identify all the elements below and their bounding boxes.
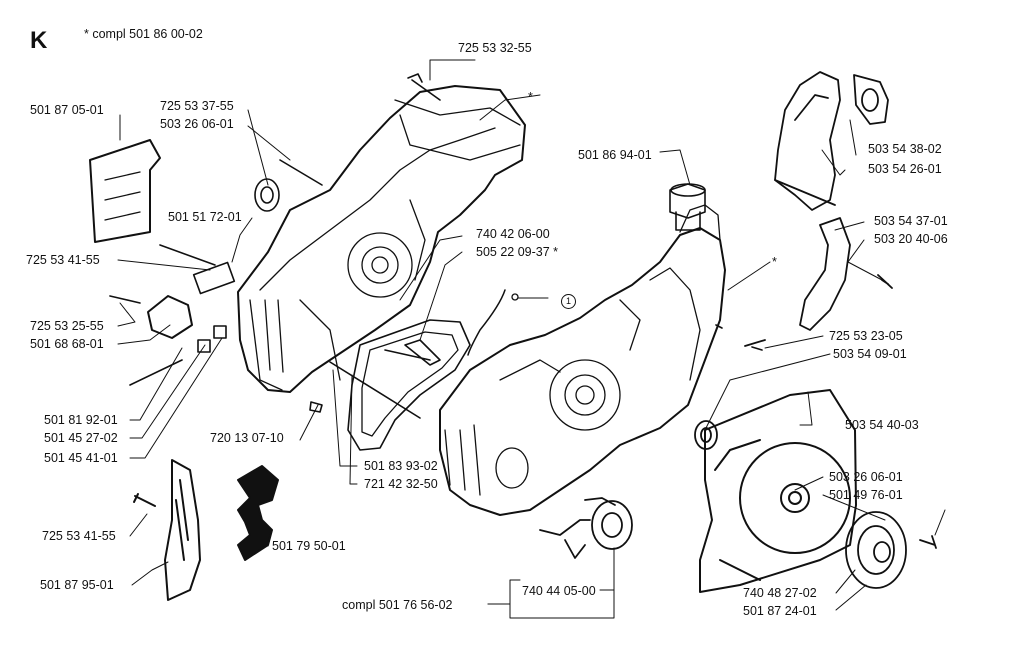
part-label: 725 53 32-55 <box>458 41 532 55</box>
part-label: 503 54 40-03 <box>845 418 919 432</box>
part-label: 503 20 40-06 <box>874 232 948 246</box>
part-label: * <box>528 90 533 104</box>
part-label: 720 13 07-10 <box>210 431 284 445</box>
part-label: 740 42 06-00 <box>476 227 550 241</box>
part-label: 501 83 93-02 <box>364 459 438 473</box>
part-label: 503 54 37-01 <box>874 214 948 228</box>
part-label: 740 44 05-00 <box>522 584 596 598</box>
part-label: 501 87 05-01 <box>30 103 104 117</box>
part-label: 503 54 09-01 <box>833 347 907 361</box>
part-label: 725 53 41-55 <box>26 253 100 267</box>
pulley-501-87-24-01 <box>845 511 937 589</box>
part-label: 725 53 23-05 <box>829 329 903 343</box>
part-label: 503 54 38-02 <box>868 142 942 156</box>
part-label: 501 51 72-01 <box>168 210 242 224</box>
part-label: 721 42 32-50 <box>364 477 438 491</box>
cover-503-54-37-01 <box>744 217 893 347</box>
part-label: 501 49 76-01 <box>829 488 903 502</box>
plug-501-86-94-01 <box>669 183 706 231</box>
seal-ring <box>467 289 519 356</box>
part-label: 740 48 27-02 <box>743 586 817 600</box>
part-label: 505 22 09-37 * <box>476 245 559 259</box>
callout-marker: 1 <box>561 294 576 309</box>
part-label: 725 53 37-55 <box>160 99 234 113</box>
section-letter: K <box>30 27 48 54</box>
part-label: 501 45 27-02 <box>44 431 118 445</box>
cover-plate-503-54-40-03 <box>699 389 857 593</box>
part-label: 501 79 50-01 <box>272 539 346 553</box>
part-label: 501 87 24-01 <box>743 604 817 618</box>
part-label: 503 26 06-01 <box>160 117 234 131</box>
part-label: * <box>772 255 777 269</box>
part-label: 503 26 06-01 <box>829 470 903 484</box>
part-label: 501 68 68-01 <box>30 337 104 351</box>
plate-501-87-05-01 <box>89 139 161 243</box>
part-label: 503 54 26-01 <box>868 162 942 176</box>
crankcase-left <box>237 85 526 393</box>
header-note: * compl 501 86 00-02 <box>84 27 203 41</box>
part-label: 501 87 95-01 <box>40 578 114 592</box>
oil-pump <box>539 497 633 559</box>
gasket-501-83-93-02 <box>347 319 471 451</box>
part-label: 725 53 25-55 <box>30 319 104 333</box>
part-label: compl 501 76 56-02 <box>342 598 453 612</box>
catcher-501-79-50-01 <box>237 465 279 561</box>
chain-guard-501-87-95-01 <box>133 459 201 601</box>
small-parts-left <box>109 73 441 419</box>
bolts-misc <box>715 324 763 351</box>
part-label: 501 86 94-01 <box>578 148 652 162</box>
duct-503-54-26-01 <box>774 71 889 211</box>
part-label: 725 53 41-55 <box>42 529 116 543</box>
part-label: 501 81 92-01 <box>44 413 118 427</box>
part-label: 501 45 41-01 <box>44 451 118 465</box>
